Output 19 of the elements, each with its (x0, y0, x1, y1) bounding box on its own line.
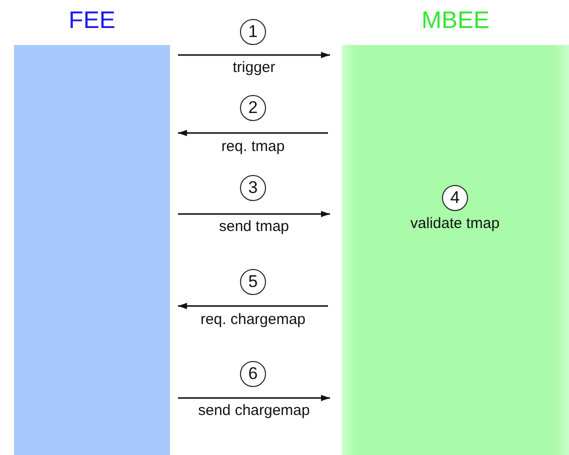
step-number-circle: 6 (240, 361, 266, 387)
edge-label: req. chargemap (199, 311, 307, 328)
arrow (178, 130, 328, 136)
lane-title: FEE (68, 7, 116, 35)
step-number-circle: 3 (240, 175, 266, 201)
step-number-circle: 2 (240, 95, 266, 121)
step-number-circle: 4 (442, 185, 468, 211)
arrow (178, 394, 330, 402)
step-number-circle: 1 (240, 19, 266, 45)
step-number-circle: 5 (240, 269, 266, 295)
arrow (178, 52, 330, 58)
step-text: validate tmap (410, 215, 500, 232)
arrow (178, 210, 330, 218)
edge-label: req. tmap (220, 138, 286, 155)
edge-label: send tmap (218, 218, 290, 235)
edge-label: trigger (232, 59, 276, 76)
arrow (178, 302, 328, 310)
lane-title: MBEE (420, 7, 490, 35)
edge-label: send chargemap (197, 402, 311, 419)
